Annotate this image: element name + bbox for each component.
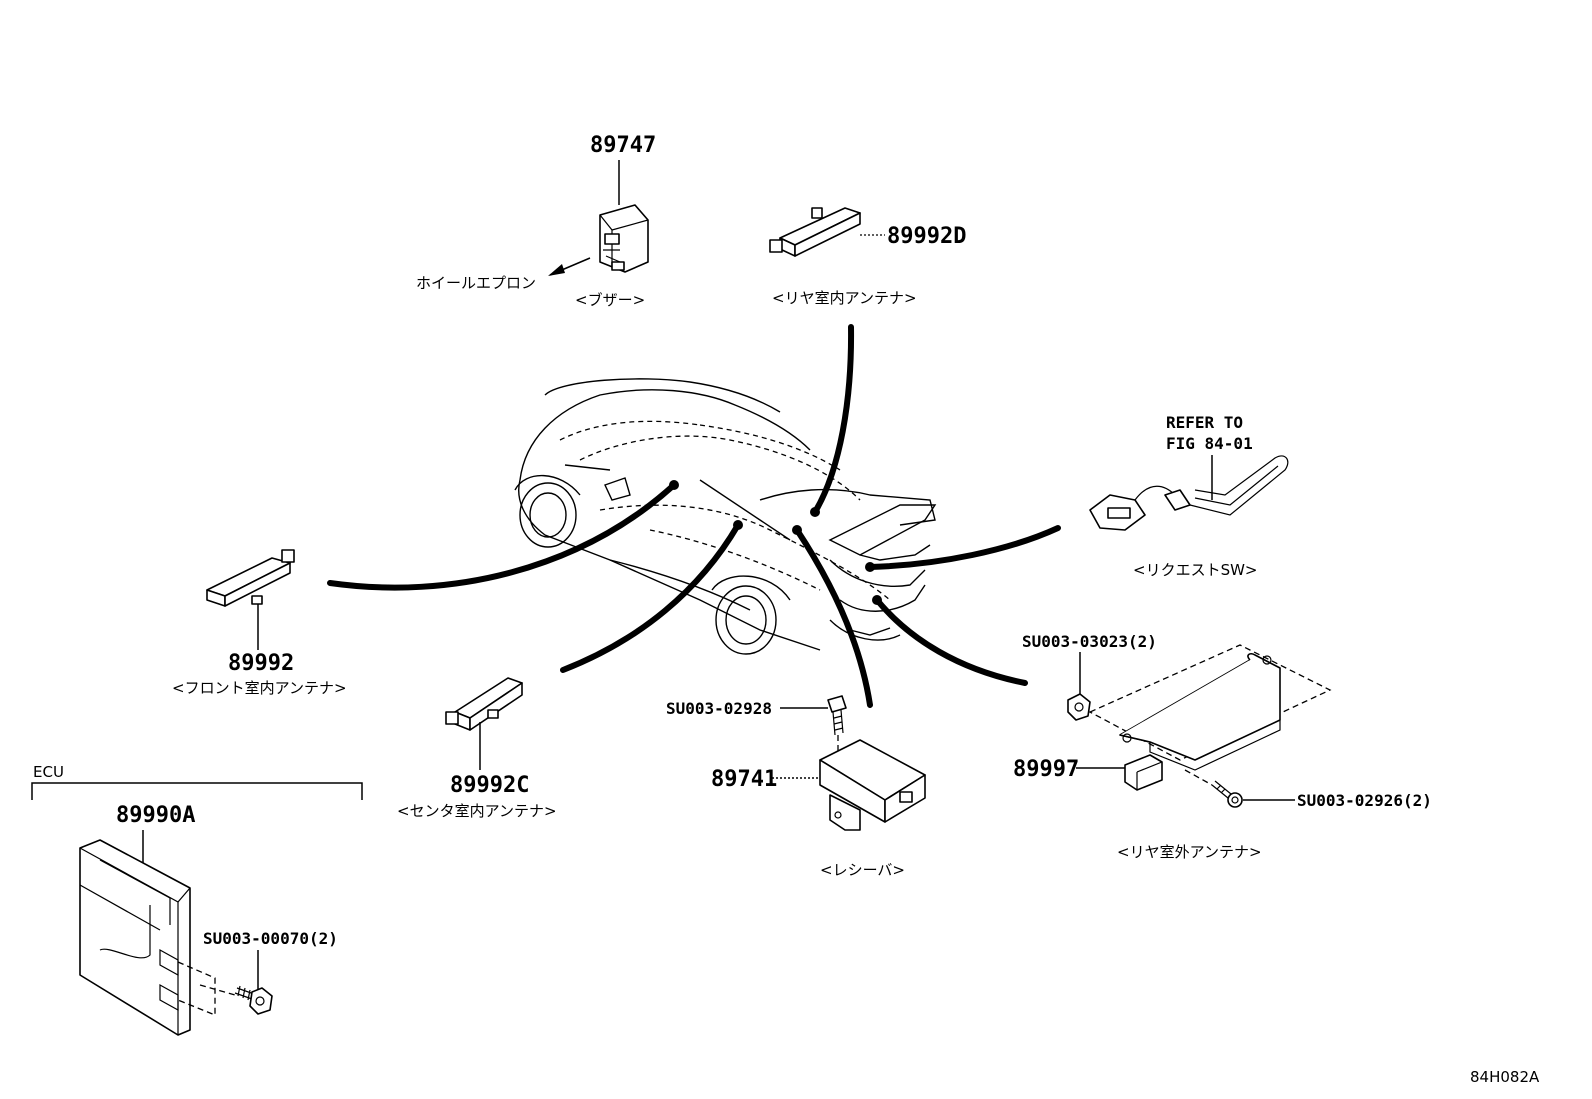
connector-icon (1124, 754, 1163, 791)
bolt-icon (234, 985, 273, 1015)
request-switch-name: <リクエストSW> (1133, 561, 1258, 579)
rear-outer-antenna-locator (874, 597, 1028, 686)
center-antenna-locator (560, 522, 741, 673)
receiver-group: SU003-02928 89741 <レシーバ> (666, 695, 926, 879)
request-sw-locator (867, 525, 1061, 570)
rear-outer-antenna-nut-number[interactable]: SU003-03023(2) (1022, 632, 1157, 651)
antenna-icon (445, 677, 523, 731)
center-inner-antenna-name: <センタ室内アンテナ> (397, 802, 557, 820)
center-inner-antenna-group: 89992C <センタ室内アンテナ> (397, 677, 557, 820)
rear-outer-antenna-screw-guide (1184, 769, 1213, 786)
buzzer-part-number[interactable]: 89747 (590, 133, 656, 158)
ecu-part-number[interactable]: 89990A (116, 803, 195, 828)
nut-icon (1067, 693, 1091, 721)
bolt-icon (827, 695, 847, 736)
buzzer-icon (599, 204, 649, 273)
ecu-bolt-number[interactable]: SU003-00070(2) (203, 929, 338, 948)
antenna-icon (769, 207, 861, 257)
ecu-bolt-guide (177, 961, 216, 1016)
ecu-icon (79, 839, 191, 1036)
ecu-group-bracket (31, 782, 363, 800)
front-inner-antenna-name: <フロント室内アンテナ> (172, 679, 347, 697)
receiver-name: <レシーバ> (820, 861, 905, 879)
antenna-icon (1119, 653, 1281, 771)
screw-icon (1211, 780, 1243, 808)
center-inner-antenna-part-number[interactable]: 89992C (450, 773, 529, 798)
front-inner-antenna-part-number[interactable]: 89992 (228, 651, 294, 676)
antenna-icon (206, 549, 295, 607)
vehicle-outline (514, 378, 937, 655)
buzzer-group: 89747 ホイールエプロン <ブザー> (416, 133, 656, 309)
ecu-group-label: ECU (33, 763, 64, 781)
diagram-code: 84H082A (1470, 1068, 1540, 1086)
receiver-locator (794, 527, 873, 708)
receiver-icon (819, 739, 926, 831)
ecu-group: ECU 89990A SU003-00070(2) (31, 763, 363, 1036)
rear-outer-antenna-name: <リヤ室外アンテナ> (1117, 843, 1262, 861)
receiver-bolt-number[interactable]: SU003-02928 (666, 699, 772, 718)
rear-antenna-locator (812, 324, 855, 515)
rear-inner-antenna-name: <リヤ室内アンテナ> (772, 289, 917, 307)
front-antenna-locator (327, 482, 677, 591)
rear-inner-antenna-part-number[interactable]: 89992D (887, 224, 966, 249)
ecu-bolt-axis (199, 984, 236, 996)
front-inner-antenna-group: 89992 <フロント室内アンテナ> (172, 549, 347, 697)
buzzer-location-note: ホイールエプロン (416, 274, 536, 292)
receiver-part-number[interactable]: 89741 (711, 767, 777, 792)
request-switch-refer-line2[interactable]: FIG 84-01 (1166, 434, 1253, 453)
rear-outer-antenna-group: SU003-03023(2) 89997 SU003-02926(2) <リヤ (1013, 632, 1432, 861)
locator-lines (327, 324, 1061, 708)
rear-inner-antenna-group: 89992D <リヤ室内アンテナ> (769, 207, 966, 307)
rear-outer-antenna-screw-number[interactable]: SU003-02926(2) (1297, 791, 1432, 810)
rear-outer-antenna-part-number[interactable]: 89997 (1013, 757, 1079, 782)
request-switch-group: REFER TO FIG 84-01 <リクエストSW> (1089, 413, 1289, 579)
buzzer-name: <ブザー> (575, 291, 645, 309)
request-switch-icon (1089, 455, 1289, 531)
request-switch-refer-line1: REFER TO (1166, 413, 1243, 432)
arrow-icon (548, 264, 565, 276)
